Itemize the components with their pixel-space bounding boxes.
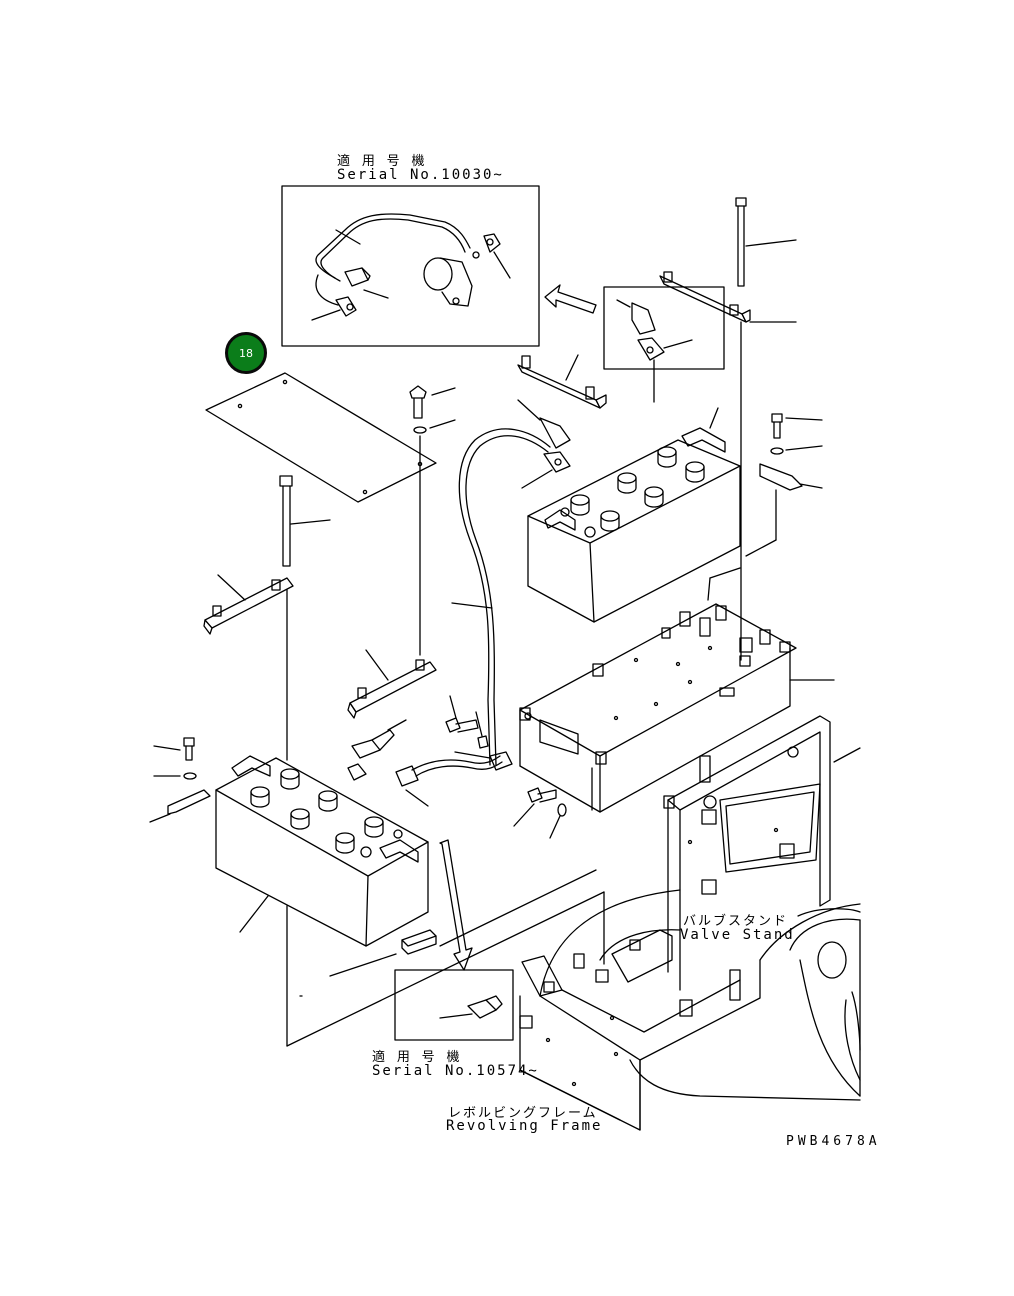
battery-cable-long [452, 400, 570, 765]
cover-plate [206, 352, 436, 502]
revolving-frame-label-jp: レボルビングフレーム [448, 1106, 598, 1121]
inset-top-title: 適 用 号 機 [337, 154, 427, 169]
revolving-frame-label-en: Revolving Frame [446, 1118, 603, 1134]
revolving-frame [520, 890, 860, 1130]
battery-tray [520, 568, 834, 812]
drawing-code: PWB4678A [786, 1134, 881, 1149]
inset-box-bottom [395, 970, 513, 1040]
callout-number-badge[interactable]: 18 [225, 332, 267, 374]
inset-bottom-serial: Serial No.10574~ [372, 1063, 539, 1079]
valve-stand [612, 716, 860, 990]
hold-down-bracket-left [204, 575, 293, 760]
wing-bolt [410, 386, 455, 655]
clamp-left [150, 738, 210, 822]
battery-cable-short [348, 720, 512, 806]
bolts-middle [446, 696, 566, 838]
inset-top-serial: Serial No.10030~ [337, 167, 504, 183]
bolt-top-right [660, 198, 796, 660]
inset-box-small [604, 287, 724, 402]
terminal-cover [402, 930, 436, 954]
callout-number: 18 [239, 346, 253, 360]
inset-bottom-title: 適 用 号 機 [372, 1050, 462, 1065]
battery-left [216, 756, 428, 946]
battery-right [528, 408, 740, 622]
clamp-right [746, 414, 822, 556]
valve-stand-label-en: Valve Stand [680, 927, 795, 943]
long-bolt-left [280, 476, 330, 566]
arrow-to-inset-bottom [440, 840, 472, 970]
hold-down-bracket-mid [348, 650, 436, 718]
arrow-to-inset [545, 285, 596, 313]
valve-stand-label-jp: バルブスタンド [683, 914, 789, 929]
leader-lines-bottom [287, 870, 604, 1046]
bracket-upper [518, 355, 606, 408]
inset-box-top [282, 186, 539, 346]
